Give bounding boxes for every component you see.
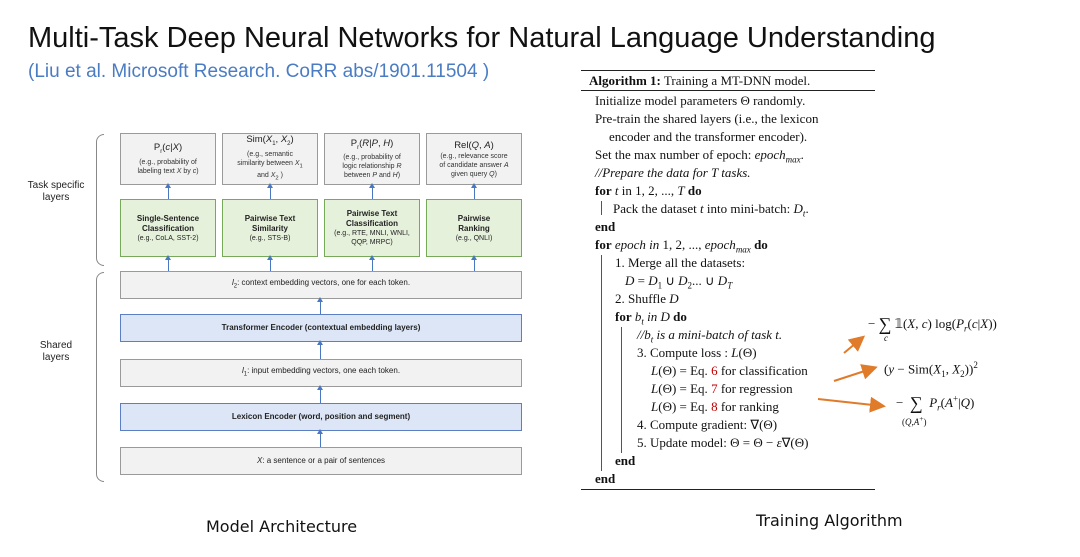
l2-context-embedding-box: l2: context embedding vectors, one for e…	[120, 271, 522, 299]
formula-regression: (y − Sim(X1, X2))2	[884, 360, 978, 379]
transformer-encoder-box: Transformer Encoder (contextual embeddin…	[120, 314, 522, 342]
l1-input-embedding-box: l1: input embedding vectors, one each to…	[120, 359, 522, 387]
algo-line: 3. Compute loss : L(Θ)	[637, 345, 757, 360]
algo-line: D = D1 ∪ D2... ∪ DT	[625, 273, 733, 291]
architecture-caption: Model Architecture	[206, 517, 358, 536]
algo-line: L(Θ) = Eq. 8 for ranking	[651, 399, 779, 414]
algo-line: //Prepare the data for T tasks.	[595, 165, 751, 180]
input-sentence-box: X: a sentence or a pair of sentences	[120, 447, 522, 475]
arrow-task3-to-output	[369, 183, 375, 199]
algorithm-header-text: Training a MT-DNN model.	[663, 73, 811, 88]
arrow-l1-to-transformer	[317, 340, 323, 359]
arrow-l2-to-task2	[267, 255, 273, 271]
transformer-encoder-label: Transformer Encoder (contextual embeddin…	[221, 323, 421, 332]
algorithm-bottom-rule	[581, 489, 875, 490]
algorithm-header: Algorithm 1: Training a MT-DNN model.	[589, 73, 810, 88]
formula-classification: − ∑ 𝟙(X, c) log(Pr(c|X)) c	[868, 314, 997, 343]
epoch-loop-bar	[601, 255, 602, 471]
arrow-l2-to-task3	[369, 255, 375, 271]
algo-line: L(Θ) = Eq. 6 for classification	[651, 363, 808, 378]
algorithm-header-rule	[581, 90, 875, 91]
algo-line: //bt is a mini-batch of task t.	[637, 327, 783, 345]
task-name: Pairwise Ranking	[457, 213, 491, 233]
algo-line: Pre-train the shared layers (i.e., the l…	[595, 111, 819, 126]
algo-line: Initialize model parameters Θ randomly.	[595, 93, 806, 108]
algo-line: 4. Compute gradient: ∇(Θ)	[637, 417, 778, 432]
algo-line: Set the max number of epoch: epochmax.	[595, 147, 804, 165]
formula-ranking: − ∑ Pr(A+|Q) (Q,A+)	[896, 393, 975, 427]
algo-line: 1. Merge all the datasets:	[615, 255, 746, 270]
task-examples: (e.g., QNLI)	[455, 234, 493, 242]
arrow-task2-to-output	[267, 183, 273, 199]
algo-line: L(Θ) = Eq. 7 for regression	[651, 381, 793, 396]
slide-subtitle: (Liu et al. Microsoft Research. CoRR abs…	[28, 61, 490, 82]
arrow-l2-to-task4	[471, 255, 477, 271]
algo-line: encoder and the transformer encoder).	[609, 129, 808, 144]
batch-loop-bar	[621, 327, 622, 453]
lexicon-encoder-label: Lexicon Encoder (word, position and segm…	[231, 412, 411, 421]
training-algorithm: Algorithm 1: Training a MT-DNN model. In…	[581, 70, 875, 490]
task-examples: (e.g., RTE, MNLI, WNLI, QQP, MRPC)	[334, 230, 410, 246]
algo-line: end	[615, 453, 636, 468]
algorithm-top-rule	[581, 70, 875, 71]
task-box-pairwise-similarity: Pairwise Text Similarity (e.g., STS-B)	[222, 199, 318, 257]
task-box-single-sentence: Single-Sentence Classification (e.g., Co…	[120, 199, 216, 257]
algo-line: 5. Update model: Θ = Θ − ε∇(Θ)	[637, 435, 809, 450]
task-specific-brace	[96, 134, 104, 266]
algo-line: for epoch in 1, 2, ..., epochmax do	[595, 237, 768, 255]
arrow-input-to-lexicon	[317, 429, 323, 447]
arrow-task4-to-output	[471, 183, 477, 199]
arrow-transformer-to-l2	[317, 297, 323, 314]
arrow-lexicon-to-l1	[317, 385, 323, 403]
arrow-l2-to-task1	[165, 255, 171, 271]
algo-line: for bt in D do	[615, 309, 687, 327]
algorithm-caption: Training Algorithm	[756, 511, 903, 530]
algo-line: 2. Shuffle D	[615, 291, 679, 306]
task-examples: (e.g., CoLA, SST-2)	[137, 234, 199, 242]
algo-line: end	[595, 471, 616, 486]
task-examples: (e.g., STS-B)	[249, 234, 291, 242]
lexicon-encoder-box: Lexicon Encoder (word, position and segm…	[120, 403, 522, 431]
slide-title: Multi-Task Deep Neural Networks for Natu…	[28, 22, 936, 54]
algorithm-header-label: Algorithm 1:	[589, 73, 661, 88]
algo-line: end	[595, 219, 616, 234]
shared-layers-brace	[96, 272, 104, 482]
task-name: Pairwise Text Classification	[345, 209, 398, 228]
loop-bar	[601, 201, 602, 215]
task-name: Pairwise Text Similarity	[244, 213, 296, 233]
task-name: Single-Sentence Classification	[136, 213, 200, 233]
task-box-pairwise-classification: Pairwise Text Classification (e.g., RTE,…	[324, 199, 420, 257]
arrow-task1-to-output	[165, 183, 171, 199]
algo-line: Pack the dataset t into mini-batch: Dt.	[613, 201, 809, 219]
task-box-pairwise-ranking: Pairwise Ranking (e.g., QNLI)	[426, 199, 522, 257]
algo-line: for t in 1, 2, ..., T do	[595, 183, 702, 198]
